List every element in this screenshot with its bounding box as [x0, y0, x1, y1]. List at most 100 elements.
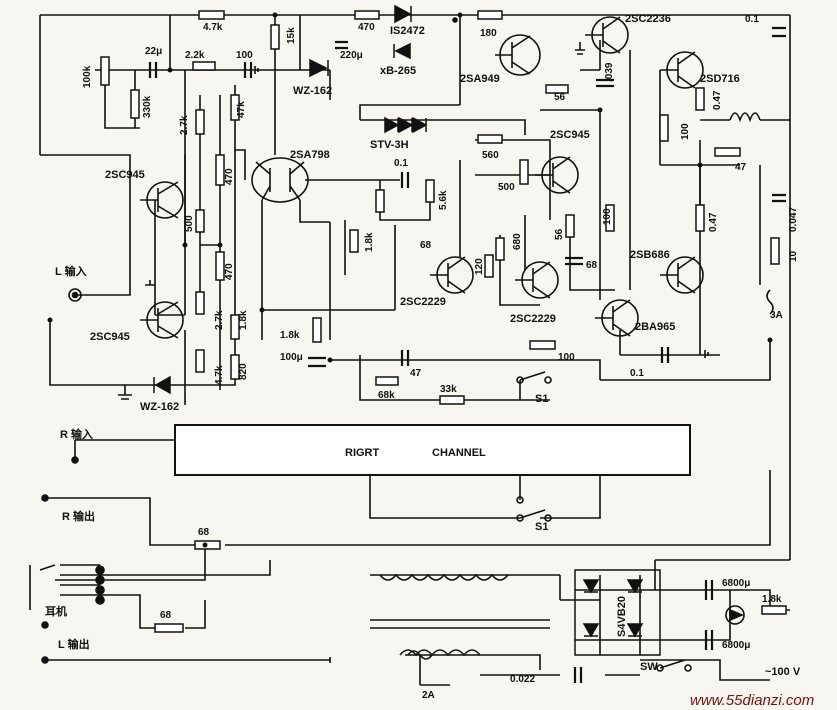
svg-text:120: 120 [474, 258, 485, 275]
r-input-label: R 输入 [60, 427, 93, 441]
capacitors [148, 26, 786, 683]
r-input-jack [71, 456, 79, 464]
svg-text:180: 180 [480, 28, 497, 39]
s1-bottom-label: S1 [535, 521, 548, 533]
l-input-label: L 输入 [55, 264, 87, 278]
svg-text:1.8k: 1.8k [364, 232, 375, 252]
svg-text:68: 68 [586, 260, 598, 271]
svg-text:3A: 3A [770, 310, 783, 321]
svg-text:68: 68 [420, 240, 432, 251]
sw-switch [659, 659, 686, 669]
d1-label: IS2472 [390, 25, 425, 37]
output-coil [729, 112, 761, 123]
svg-text:0.047: 0.047 [788, 207, 799, 232]
svg-text:2.2k: 2.2k [185, 50, 205, 61]
q3-label: 2SA798 [290, 149, 330, 161]
svg-text:22μ: 22μ [145, 46, 162, 57]
svg-text:.039: .039 [604, 62, 615, 82]
q9-label: 2SC2229 [510, 313, 556, 325]
q7-label: 2SC945 [550, 129, 590, 141]
svg-text:220μ: 220μ [340, 50, 363, 61]
svg-text:330k: 330k [142, 95, 153, 118]
svg-text:6800μ: 6800μ [722, 640, 750, 651]
svg-text:2.7k: 2.7k [214, 310, 225, 330]
misc-parts [29, 17, 774, 672]
svg-text:500: 500 [184, 215, 195, 232]
svg-text:0.1: 0.1 [394, 158, 408, 169]
svg-text:56: 56 [554, 92, 566, 103]
l-input-jack [68, 288, 82, 302]
transistors [140, 16, 704, 339]
z2-label: WZ-162 [140, 401, 179, 413]
svg-text:0.1: 0.1 [745, 14, 759, 25]
svg-text:10: 10 [788, 250, 799, 262]
bridge-label: S4VB20 [616, 596, 628, 637]
svg-text:4.7k: 4.7k [203, 22, 223, 33]
bridge-rectifier [574, 569, 661, 656]
svg-text:4.7k: 4.7k [214, 365, 225, 385]
resistors [100, 10, 787, 633]
q5-label: 2SC2236 [625, 13, 671, 25]
svg-text:68: 68 [160, 610, 172, 621]
junction-dots [47, 12, 773, 548]
d2-label: xB-265 [380, 65, 416, 77]
q4-label: 2SA949 [460, 73, 500, 85]
svg-text:68: 68 [198, 527, 210, 538]
stack-label: STV-3H [370, 139, 409, 151]
svg-text:100: 100 [602, 208, 613, 225]
svg-text:0.1: 0.1 [630, 368, 644, 379]
svg-text:33k: 33k [440, 384, 457, 395]
svg-text:15k: 15k [286, 27, 297, 44]
svg-text:560: 560 [482, 150, 499, 161]
svg-text:680: 680 [512, 233, 523, 250]
svg-text:500: 500 [498, 182, 515, 193]
l-output-label: L 输出 [58, 637, 90, 651]
q8-label: 2SC2229 [400, 296, 446, 308]
svg-text:47: 47 [735, 162, 747, 173]
svg-text:470: 470 [358, 22, 375, 33]
ac-input-label: ~100 V [765, 666, 801, 678]
l-output-jack [41, 656, 49, 664]
svg-text:470: 470 [224, 263, 235, 280]
sw-label: SW [640, 661, 658, 673]
right-channel-label-1: RIGRT [345, 447, 380, 459]
svg-text:2.7k: 2.7k [179, 115, 190, 135]
svg-text:47: 47 [410, 368, 422, 379]
svg-text:56: 56 [554, 228, 565, 240]
q11-label: 2BA965 [635, 321, 675, 333]
headphone-label: 耳机 [45, 604, 67, 618]
q2-label: 2SC945 [90, 331, 130, 343]
r-output-label: R 输出 [62, 509, 95, 523]
transistor-q3 [251, 157, 309, 203]
fuse-3a [766, 289, 774, 315]
svg-text:6800μ: 6800μ [722, 578, 750, 589]
r-output-jack [41, 494, 49, 502]
svg-text:0.022: 0.022 [510, 674, 535, 685]
text-labels: L 输入 R 输入 R 输出 耳机 L 输出 RIGRT CHANNEL S1 … [45, 13, 814, 709]
s1-switch-bottom [519, 509, 546, 519]
svg-text:2A: 2A [422, 690, 435, 701]
s1-top-label: S1 [535, 393, 548, 405]
transformer [370, 573, 550, 657]
svg-text:100k: 100k [82, 65, 93, 88]
svg-text:820: 820 [238, 363, 249, 380]
svg-text:0.47: 0.47 [712, 90, 723, 110]
q10-label: 2SB686 [630, 249, 670, 261]
svg-text:1.8k: 1.8k [280, 330, 300, 341]
z1-label: WZ-162 [293, 85, 332, 97]
svg-text:100: 100 [680, 123, 691, 140]
wiring [39, 14, 791, 686]
q6-label: 2SD716 [700, 73, 740, 85]
headphone-jack [29, 564, 100, 610]
diodes [153, 4, 428, 395]
svg-text:1.8k: 1.8k [238, 310, 249, 330]
right-channel-label-2: CHANNEL [432, 447, 486, 459]
svg-text:100: 100 [558, 352, 575, 363]
svg-text:0.47: 0.47 [708, 212, 719, 232]
svg-text:5.6k: 5.6k [438, 190, 449, 210]
svg-text:470: 470 [224, 168, 235, 185]
svg-text:47k: 47k [236, 101, 247, 118]
s1-switch-top [519, 371, 546, 381]
ground-symbol [118, 42, 709, 663]
